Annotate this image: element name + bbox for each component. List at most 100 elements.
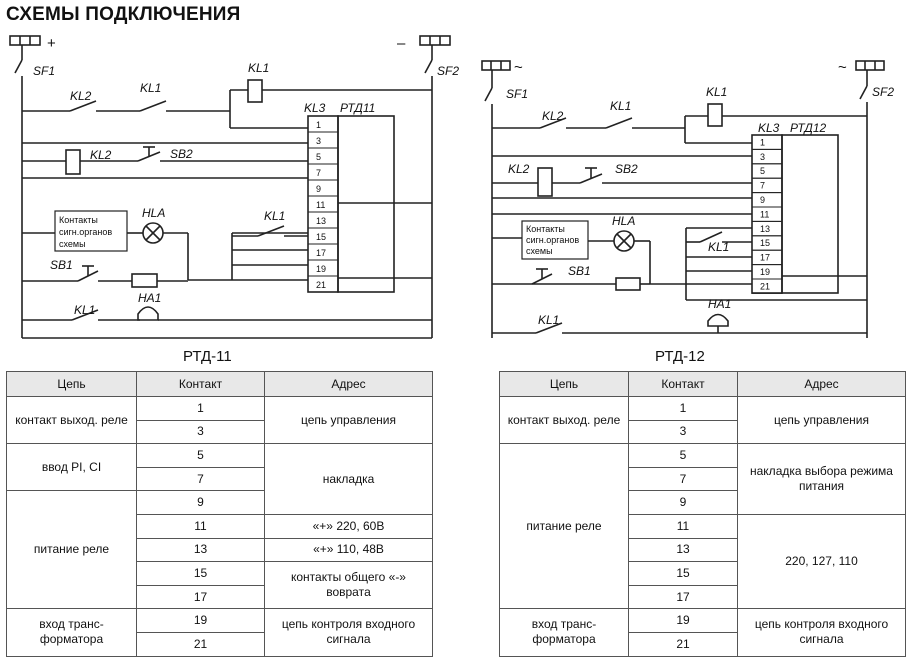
label-kl1-coil: KL1 xyxy=(706,85,727,99)
contacts-box-line: схемы xyxy=(59,239,86,249)
label-device: РТД11 xyxy=(340,101,375,115)
caption-rtd11: РТД-11 xyxy=(183,348,232,365)
terminal-pin-number: 5 xyxy=(760,166,765,176)
cell-contact: 11 xyxy=(628,513,738,539)
table-row: 3 xyxy=(500,419,906,445)
cell-contact: 15 xyxy=(136,561,265,586)
col-header-address: Адрес xyxy=(737,371,906,397)
label-sb1: SB1 xyxy=(50,258,73,272)
supply-terminal-ac-left-icon xyxy=(481,60,511,88)
label-sf1: SF1 xyxy=(33,64,55,78)
terminal-pin-number: 21 xyxy=(316,280,326,290)
cell-contact: 1 xyxy=(628,396,738,421)
cell-contact: 17 xyxy=(628,584,738,610)
contacts-box-line: Контакты xyxy=(59,215,98,225)
label-kl3: KL3 xyxy=(304,101,326,115)
page-title: СХЕМЫ ПОДКЛЮЧЕНИЯ xyxy=(6,4,241,25)
terminal-pin-cell xyxy=(751,163,783,179)
terminal-pin-number: 11 xyxy=(316,200,325,210)
terminal-pin-number: 11 xyxy=(760,209,769,219)
cell-address: цепь управления xyxy=(264,395,433,445)
table-row: 21 xyxy=(7,631,433,657)
coil-kl2-icon xyxy=(65,149,81,175)
wiring-diagram-rtd12: ~ ~ SF1 SF2 KL1 KL2 KL1 KL2 SB2 KL3 РТД1… xyxy=(481,59,894,338)
label-kl1-mid: KL1 xyxy=(708,240,729,254)
label-device: РТД12 xyxy=(790,121,827,135)
label-sf2: SF2 xyxy=(437,64,459,78)
terminal-pin-cell xyxy=(307,163,339,181)
cell-circuit: вход транс- форматора xyxy=(499,608,629,657)
label-kl1-contact: KL1 xyxy=(610,99,631,113)
cell-contact: 21 xyxy=(628,631,738,657)
label-kl1-mid: KL1 xyxy=(264,209,285,223)
terminal-pin-cell xyxy=(307,275,339,293)
col-header-circuit: Цепь xyxy=(6,371,137,397)
supply-terminal-ac-right-icon xyxy=(855,60,885,86)
label-kl1-bottom: KL1 xyxy=(538,313,559,327)
pin-table-rtd12: Цепь Контакт Адрес контакт выход. реле 1… xyxy=(499,371,906,657)
polarity-plus: + xyxy=(47,35,56,52)
terminal-pin-number: 17 xyxy=(760,253,770,263)
table-row: 7 xyxy=(7,466,433,492)
terminal-pin-number: 15 xyxy=(760,238,770,248)
terminal-pin-cell xyxy=(307,147,339,165)
table-row: питание реле 5 накладка выбора режима пи… xyxy=(499,443,906,610)
resistor-icon xyxy=(615,277,641,291)
label-sb1: SB1 xyxy=(568,264,591,278)
device-body xyxy=(337,115,395,293)
pushbutton-sb2-icon xyxy=(137,146,161,162)
cell-contact: 5 xyxy=(628,443,738,468)
table-row: вход транс- форматора 19 цепь контроля в… xyxy=(6,608,433,657)
table-row: контакт выход. реле 1 цепь управления xyxy=(499,395,906,445)
terminal-pin-cell xyxy=(751,278,783,294)
table-row: вход транс- форматора 19 цепь контроля в… xyxy=(499,608,906,657)
terminal-pin-cell xyxy=(307,131,339,149)
label-kl2-coil: KL2 xyxy=(90,148,112,162)
cell-contact: 11 xyxy=(136,513,265,539)
label-kl2-contact: KL2 xyxy=(542,109,564,123)
polarity-ac-right: ~ xyxy=(838,59,847,76)
contacts-box-line: сигн.органов xyxy=(526,235,579,245)
breaker-sf1-icon xyxy=(484,87,493,108)
cell-circuit: питание реле xyxy=(499,443,629,610)
label-ha1: HA1 xyxy=(708,297,731,311)
label-kl1-bottom: KL1 xyxy=(74,303,95,317)
table-row: 7 xyxy=(500,466,906,492)
wiring-diagram-rtd11: + – SF1 SF2 KL1 KL2 KL1 KL2 SB2 KL3 РТД1… xyxy=(9,35,459,339)
cell-circuit: питание реле xyxy=(6,490,137,610)
cell-address: цепь управления xyxy=(737,395,906,445)
terminal-pin-number: 13 xyxy=(760,224,770,234)
cell-contact: 9 xyxy=(628,490,738,515)
coil-kl2-icon xyxy=(537,167,553,197)
contacts-box xyxy=(521,220,589,260)
cell-circuit: вход транс- форматора xyxy=(6,608,137,657)
cell-address: 220, 127, 110 xyxy=(737,513,906,610)
cell-contact: 15 xyxy=(628,561,738,586)
cell-circuit: контакт выход. реле xyxy=(6,395,137,445)
terminal-pin-number: 1 xyxy=(316,120,321,130)
breaker-sf2-icon xyxy=(424,59,433,80)
pin-table-rtd11: Цепь Контакт Адрес контакт выход. реле 1… xyxy=(6,371,433,657)
table-row: питание реле 9 xyxy=(6,490,433,610)
cell-address: «+» 220, 60В xyxy=(264,513,433,539)
bell-ha1-icon xyxy=(137,306,159,321)
contacts-box xyxy=(54,210,128,252)
breaker-sf2-icon xyxy=(859,85,868,106)
lamp-hla-icon xyxy=(613,230,635,252)
col-header-contact: Контакт xyxy=(136,371,265,397)
label-kl2-coil: KL2 xyxy=(508,162,530,176)
breaker-sf1-icon xyxy=(14,59,23,80)
cell-circuit: ввод PI, CI xyxy=(6,443,137,492)
terminal-pin-cell xyxy=(751,134,783,150)
terminal-pin-number: 7 xyxy=(316,168,321,178)
col-header-address: Адрес xyxy=(264,371,433,397)
label-sf2: SF2 xyxy=(872,85,894,99)
cell-address: контакты общего «-» вовратa xyxy=(264,561,433,610)
terminal-pin-number: 7 xyxy=(760,181,765,191)
table-row: 13 xyxy=(500,537,906,563)
cell-address: накладка xyxy=(264,443,433,515)
caption-rtd12: РТД-12 xyxy=(655,348,705,365)
terminal-pin-number: 5 xyxy=(316,152,321,162)
cell-contact: 5 xyxy=(136,443,265,468)
cell-contact: 3 xyxy=(136,419,265,445)
